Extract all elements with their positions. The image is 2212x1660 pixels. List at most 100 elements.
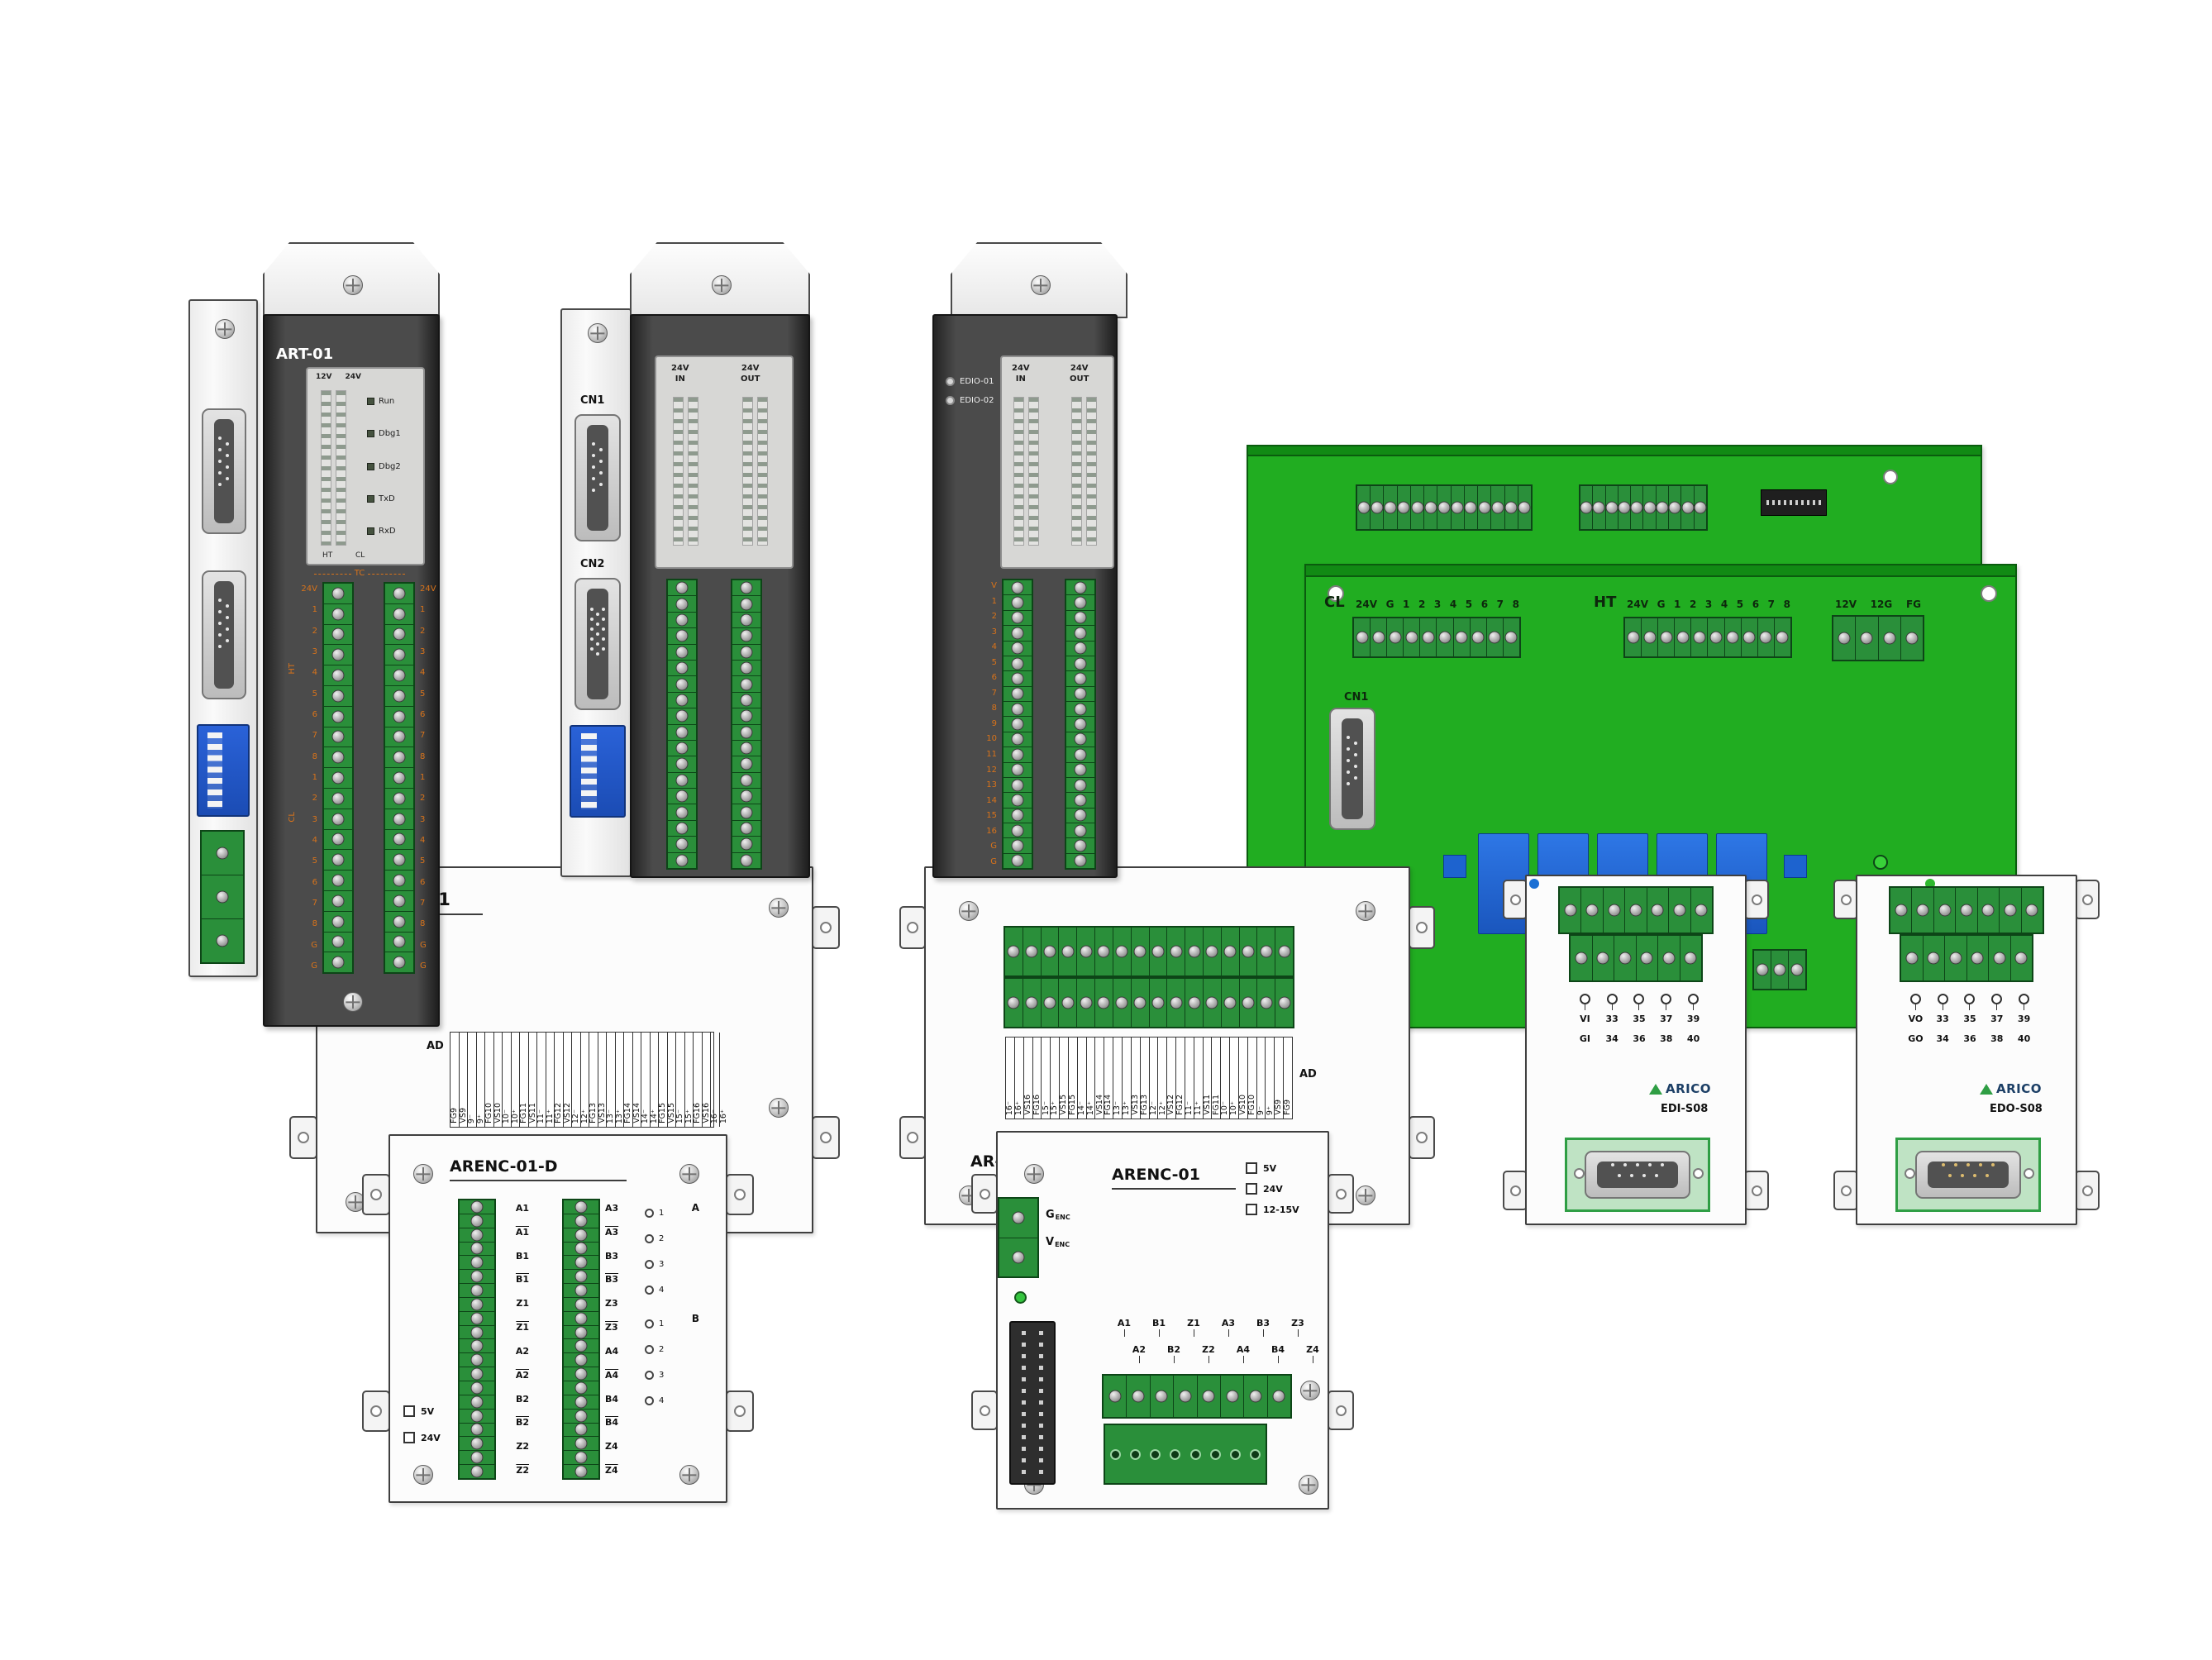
pin-label: VI [1580, 1014, 1590, 1024]
terminal-pin [1104, 1376, 1127, 1417]
ad-signal-cell: 14⁻ [641, 1033, 651, 1127]
pin-label: 40 [2017, 1033, 2031, 1044]
ad-signal-label: 11⁻ [536, 1109, 546, 1123]
terminal-pin [1890, 888, 1913, 933]
terminal-pin [1680, 936, 1702, 980]
terminal-pin [1004, 671, 1032, 687]
ad-signal-cell: FG10 [1247, 1038, 1257, 1119]
signal-label: Z2 [516, 1464, 529, 1476]
led-icon [367, 398, 374, 405]
row-label: 4 [420, 835, 426, 845]
ad-signal-label: 12⁺ [579, 1109, 589, 1123]
terminal-pin [1618, 486, 1632, 529]
edio-led-block: EDIO-01 EDIO-02 [946, 377, 994, 405]
mounting-ear [1503, 1171, 1528, 1210]
terminal-pin [668, 645, 696, 661]
mounting-hole [1840, 1185, 1852, 1196]
terminal-pin [460, 1200, 494, 1214]
ad-signal-label: VS16 [1023, 1095, 1032, 1115]
screw [1024, 1164, 1044, 1184]
out-label: OUT [1070, 374, 1089, 384]
ht-group-label: HT [288, 663, 297, 675]
signal-label: A1 [515, 1203, 529, 1214]
ad-signal-cell: 11⁺ [546, 1033, 555, 1127]
ad-signal-cell: 14⁺ [650, 1033, 659, 1127]
power-terminal-strip [1832, 615, 1924, 661]
terminal-pin [732, 804, 760, 821]
terminal-strip-right [1065, 579, 1096, 870]
terminal-pin [1066, 702, 1094, 718]
pin-header [1086, 397, 1097, 546]
ad-signal-cell: VS11 [1203, 1038, 1213, 1119]
terminal-pin [1066, 611, 1094, 627]
pin-header [688, 397, 698, 546]
terminal-pin [1945, 936, 1967, 980]
ad-signal-cell: 11⁻ [536, 1033, 546, 1127]
voltage-option: 24V [403, 1432, 441, 1443]
mounting-hole [370, 1405, 382, 1417]
encoder-terminal-strip-left [458, 1199, 496, 1480]
led-label: Dbg1 [379, 429, 401, 439]
row-label: 12 [986, 765, 997, 775]
terminal-pin [1004, 793, 1032, 809]
led-icon [645, 1260, 654, 1269]
brand-logo: ARICO [1980, 1081, 2042, 1096]
terminal-pin [564, 1284, 598, 1298]
enc-sub: ENC [1055, 1214, 1070, 1221]
terminal-pin [1487, 618, 1504, 656]
plug-port [1209, 1448, 1221, 1460]
terminal-pin [1066, 717, 1094, 732]
voltage-option: 12-15V [1246, 1204, 1299, 1215]
terminal-pin [1004, 702, 1032, 718]
terminal-pin [1005, 928, 1023, 975]
mounting-hole [370, 1189, 382, 1200]
pin-header [1071, 397, 1082, 546]
mounting-ear [1328, 1174, 1354, 1214]
screw [1356, 901, 1375, 921]
terminal-pin [732, 661, 760, 677]
signal-label: B3 [605, 1274, 619, 1286]
cn1-dsub-connector [1329, 708, 1375, 830]
led-icon [645, 1209, 654, 1218]
edio-led-1: EDIO-01 [946, 377, 994, 386]
pin-label: 35 [1963, 1014, 1976, 1024]
terminal-pin [1066, 793, 1094, 809]
led-icon [946, 396, 955, 405]
mounting-ear [1833, 880, 1858, 919]
led-number: 1 [659, 1209, 665, 1218]
terminal-pin [460, 1465, 494, 1478]
row-label: 7 [420, 731, 426, 741]
pin-label: 38 [1660, 1033, 1673, 1044]
terminal-pin [1967, 936, 1989, 980]
ad-signal-label: VS12 [1166, 1095, 1176, 1115]
terminal-pin [668, 853, 696, 868]
terminal-pin [1901, 936, 1924, 980]
terminal-pin [385, 584, 413, 604]
terminal-pin [202, 919, 243, 962]
checkbox-label: 24V [1263, 1183, 1283, 1195]
terminal-pin [324, 645, 352, 666]
terminal-pin [1452, 486, 1465, 529]
terminal-pin [732, 756, 760, 773]
terminal-pin [1023, 928, 1042, 975]
terminal-pin [1275, 928, 1293, 975]
header-cell: 6 [1480, 599, 1489, 610]
terminal-pin [324, 789, 352, 809]
terminal-pin [732, 773, 760, 789]
ad-signal-label: 15⁺ [1050, 1100, 1060, 1115]
terminal-pin [1593, 486, 1606, 529]
signal-label: Z4 [605, 1464, 618, 1476]
mounting-hole [1509, 894, 1521, 905]
terminal-pin [1912, 888, 1934, 933]
ad-signal-label: FG16 [693, 1103, 702, 1123]
terminal-pin [1404, 618, 1421, 656]
header-cell: 3 [1704, 599, 1713, 610]
terminal-pin [668, 837, 696, 853]
enc-power-terminal [998, 1197, 1039, 1278]
channel-led: 1 [645, 1319, 693, 1328]
header-cell: G [1385, 599, 1394, 610]
